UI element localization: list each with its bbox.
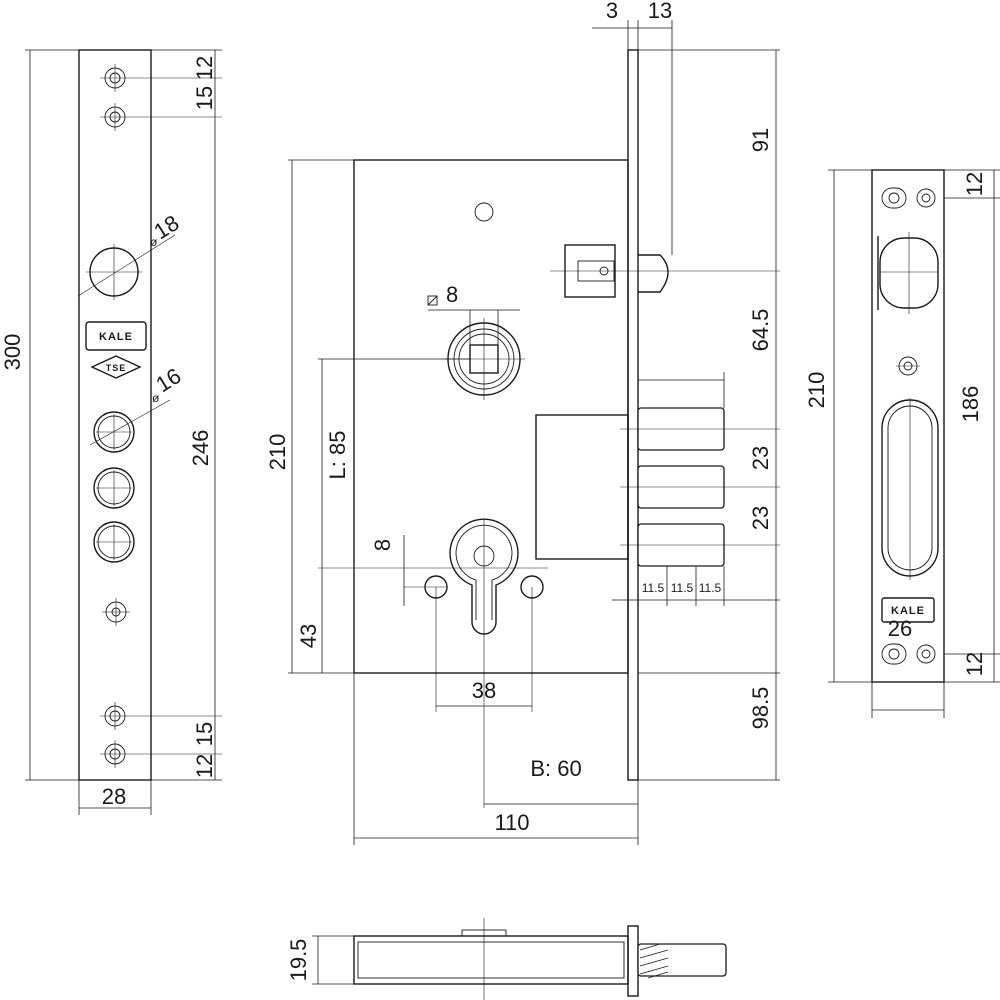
- right-strike-plate: KALE 12 210 186 26 12: [804, 169, 1000, 718]
- bottom-case: [353, 935, 629, 985]
- dim-label: 11.5: [642, 581, 665, 595]
- faceplate: [627, 49, 639, 781]
- screw-hole: [520, 575, 544, 712]
- bottom-view: 19.5: [286, 918, 727, 1000]
- dim-label: 98.5: [748, 687, 773, 730]
- deadbolt: [620, 407, 780, 451]
- screw-hole: [102, 598, 130, 626]
- main-lock-body: 3 13 91 8 210 L: 85 64.5 23 23 8 43 11.5…: [265, 0, 780, 845]
- dim-label: 110: [494, 810, 529, 835]
- bolt-hole: [93, 467, 135, 509]
- dim-label: 13: [648, 0, 672, 23]
- bolt-hole: [89, 399, 171, 453]
- dim-label: 64.5: [748, 309, 773, 352]
- dim-label: 8: [446, 282, 458, 307]
- dim-label: 26: [888, 616, 912, 641]
- slot-hole: [881, 643, 907, 665]
- cylinder-cutout: [318, 518, 548, 808]
- dim-label: 28: [102, 784, 126, 809]
- screw-hole: [424, 575, 448, 712]
- bolt-block: [535, 414, 629, 560]
- dim-label: 19.5: [286, 939, 311, 982]
- dim-label: 186: [958, 386, 983, 423]
- dim-label: 12: [962, 172, 987, 196]
- latch-bolt: [550, 244, 780, 298]
- dim-label: 23: [748, 506, 773, 530]
- screw-hole: [916, 644, 936, 664]
- screw-hole: [896, 356, 920, 376]
- rivet-hole: [474, 202, 494, 222]
- dim-label: 8: [370, 539, 395, 551]
- lock-case: [353, 159, 629, 674]
- bottom-case-inner: [357, 941, 625, 979]
- dim-label: 11.5: [699, 581, 722, 595]
- dim-label: 12: [962, 652, 987, 676]
- dim-label: 300: [0, 334, 25, 371]
- dim-label: 210: [804, 372, 829, 409]
- kale-logo: KALE TSE: [85, 321, 147, 379]
- dim-label: 12: [192, 754, 217, 778]
- dim-label: B: 60: [530, 756, 581, 781]
- svg-text:TSE: TSE: [106, 363, 127, 373]
- latch-opening: [877, 232, 939, 314]
- dim-label: 15: [192, 86, 217, 110]
- screw-hole: [100, 740, 222, 768]
- square-symbol: [427, 295, 438, 306]
- screw-hole: [100, 103, 222, 131]
- bolt-hole: [93, 521, 135, 563]
- dim-label: 11.5: [671, 581, 694, 595]
- left-plate-outline: [78, 49, 152, 781]
- svg-text:KALE: KALE: [99, 331, 133, 343]
- screw-hole: [100, 702, 222, 730]
- latch-hole: [77, 234, 176, 300]
- kale-logo: KALE: [881, 597, 935, 623]
- screw-hole: [100, 64, 222, 92]
- svg-text:KALE: KALE: [891, 605, 925, 617]
- dim-label: 91: [748, 128, 773, 152]
- deadbolt: [620, 465, 780, 509]
- deadbolt: [620, 523, 780, 567]
- left-strike-plate: KALE TSE: [0, 49, 222, 815]
- slot-hole: [881, 187, 907, 209]
- bottom-bolt: [637, 943, 727, 977]
- right-plate-outline: [871, 169, 945, 683]
- diameter-symbol: ø: [152, 391, 160, 405]
- dim-label: 38: [472, 678, 496, 703]
- diameter-symbol: ø: [150, 235, 158, 249]
- dim-label: 43: [296, 624, 321, 648]
- dim-label: 23: [748, 446, 773, 470]
- dim-label: 246: [188, 430, 213, 467]
- dim-label: 210: [265, 434, 290, 471]
- dim-label: L: 85: [325, 431, 350, 480]
- screw-hole: [916, 188, 936, 208]
- bolt-slot: [881, 398, 939, 580]
- dim-label: 12: [192, 56, 217, 80]
- dim-label: 3: [606, 0, 618, 23]
- spindle-follower: [427, 295, 525, 400]
- bottom-faceplate: [627, 925, 639, 997]
- dim-label: 15: [192, 722, 217, 746]
